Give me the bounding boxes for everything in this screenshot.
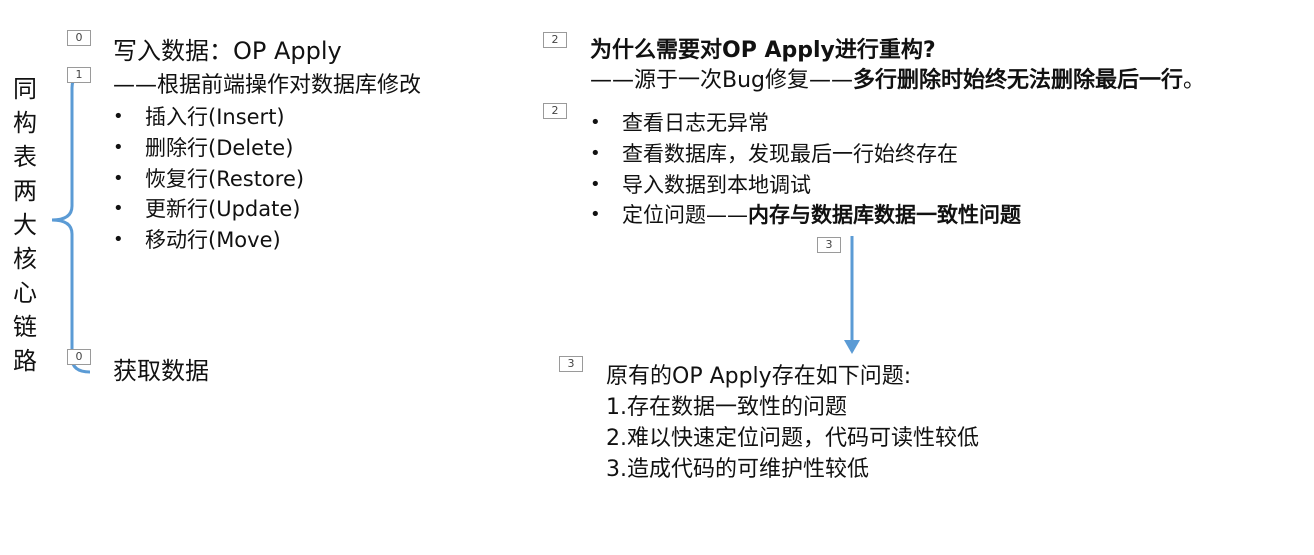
last-step-highlight: 内存与数据库数据一致性问题 [748, 203, 1021, 228]
list-item: 插入行(Insert) [113, 102, 304, 133]
investigation-steps-list: 查看日志无异常 查看数据库，发现最后一行始终存在 导入数据到本地调试 定位问题—… [590, 108, 1021, 231]
step-tag: 2 [543, 32, 567, 48]
subtitle-suffix: 。 [1183, 68, 1206, 93]
vertical-label-char: 两 [13, 177, 37, 205]
step-tag: 1 [67, 67, 91, 83]
step-tag: 0 [67, 349, 91, 365]
subtitle-prefix: ——源于一次Bug修复—— [590, 68, 854, 93]
list-item: 定位问题——内存与数据库数据一致性问题 [590, 200, 1021, 231]
vertical-label-char: 链 [13, 313, 37, 341]
step-tag: 2 [543, 103, 567, 119]
list-item: 恢复行(Restore) [113, 164, 304, 195]
vertical-label-char: 构 [13, 109, 37, 137]
brace-connector [51, 70, 91, 374]
list-item: 查看数据库，发现最后一行始终存在 [590, 139, 1021, 170]
vertical-label: 同构表两大核心链路 [10, 72, 40, 378]
write-operations-list: 插入行(Insert) 删除行(Delete) 恢复行(Restore) 更新行… [113, 102, 304, 256]
list-item: 查看日志无异常 [590, 108, 1021, 139]
vertical-label-char: 大 [13, 211, 37, 239]
step-tag: 0 [67, 30, 91, 46]
list-item: 更新行(Update) [113, 194, 304, 225]
result-item: 3.造成代码的可维护性较低 [606, 457, 869, 482]
result-block: 原有的OP Apply存在如下问题: 1.存在数据一致性的问题 2.难以快速定位… [606, 361, 979, 485]
vertical-label-char: 心 [13, 279, 37, 307]
fetch-title: 获取数据 [113, 357, 209, 385]
vertical-label-char: 表 [13, 143, 37, 171]
list-item: 导入数据到本地调试 [590, 170, 1021, 201]
write-title: 写入数据：OP Apply [113, 37, 342, 65]
vertical-label-char: 同 [13, 75, 37, 103]
last-step-prefix: 定位问题—— [622, 203, 748, 228]
list-item: 删除行(Delete) [113, 133, 304, 164]
vertical-label-char: 路 [13, 347, 37, 375]
write-description: ——根据前端操作对数据库修改 [113, 73, 422, 98]
vertical-label-char: 核 [13, 245, 37, 273]
result-title: 原有的OP Apply存在如下问题: [606, 364, 912, 389]
step-tag: 3 [817, 237, 841, 253]
subtitle-highlight: 多行删除时始终无法删除最后一行 [853, 68, 1184, 93]
question-subtitle: ——源于一次Bug修复——多行删除时始终无法删除最后一行。 [590, 66, 1205, 96]
result-item: 1.存在数据一致性的问题 [606, 395, 847, 420]
result-item: 2.难以快速定位问题，代码可读性较低 [606, 426, 979, 451]
list-item: 移动行(Move) [113, 225, 304, 256]
step-tag: 3 [559, 356, 583, 372]
question-title: 为什么需要对OP Apply进行重构? [590, 38, 936, 63]
down-arrow-icon [844, 236, 860, 354]
